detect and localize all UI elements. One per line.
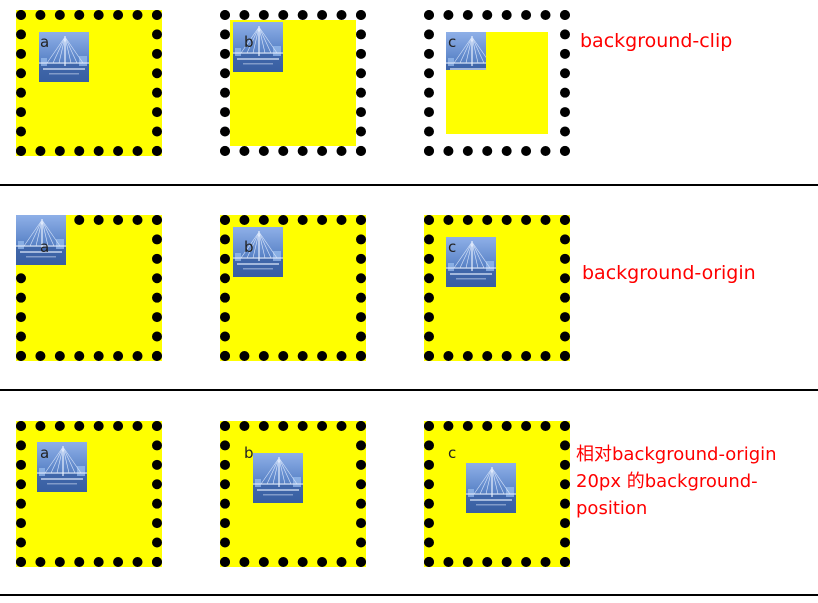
box-label: a xyxy=(40,238,50,256)
bridge-photo-icon xyxy=(253,453,303,503)
demo-box-c: c xyxy=(424,215,570,361)
caption-line: 相对background-origin xyxy=(576,444,777,465)
demo-box-b: b xyxy=(220,421,366,567)
bridge-photo-icon xyxy=(233,227,283,277)
box-label: b xyxy=(244,444,254,462)
divider xyxy=(0,184,818,186)
demo-box-a: a xyxy=(16,215,162,361)
divider xyxy=(0,594,818,596)
demo-box-c: c xyxy=(424,421,570,567)
divider xyxy=(0,389,818,391)
row-background-position: a b c 相对background-origin 20px 的backgrou… xyxy=(0,411,818,596)
demo-box-c: c xyxy=(424,10,570,156)
caption-background-clip: background-clip xyxy=(580,30,733,52)
caption-background-origin: background-origin xyxy=(582,262,756,284)
demo-box-b: b xyxy=(220,215,366,361)
caption-line: 20px 的background- xyxy=(576,471,758,492)
box-label: b xyxy=(244,33,254,51)
bridge-photo-icon xyxy=(233,22,283,72)
box-label: c xyxy=(448,444,457,462)
bridge-photo-icon xyxy=(466,463,516,513)
caption-background-position: 相对background-origin 20px 的background- po… xyxy=(576,441,777,522)
demo-box-a: a xyxy=(16,421,162,567)
box-label: a xyxy=(40,33,50,51)
row-background-origin: a b c background-origin xyxy=(0,205,818,390)
box-label: b xyxy=(244,238,254,256)
box-label: a xyxy=(40,444,50,462)
box-label: c xyxy=(448,33,457,51)
demo-box-b: b xyxy=(220,10,366,156)
box-label: c xyxy=(448,238,457,256)
demo-box-a: a xyxy=(16,10,162,156)
caption-line: position xyxy=(576,498,648,519)
row-background-clip: a b c background-clip xyxy=(0,0,818,185)
